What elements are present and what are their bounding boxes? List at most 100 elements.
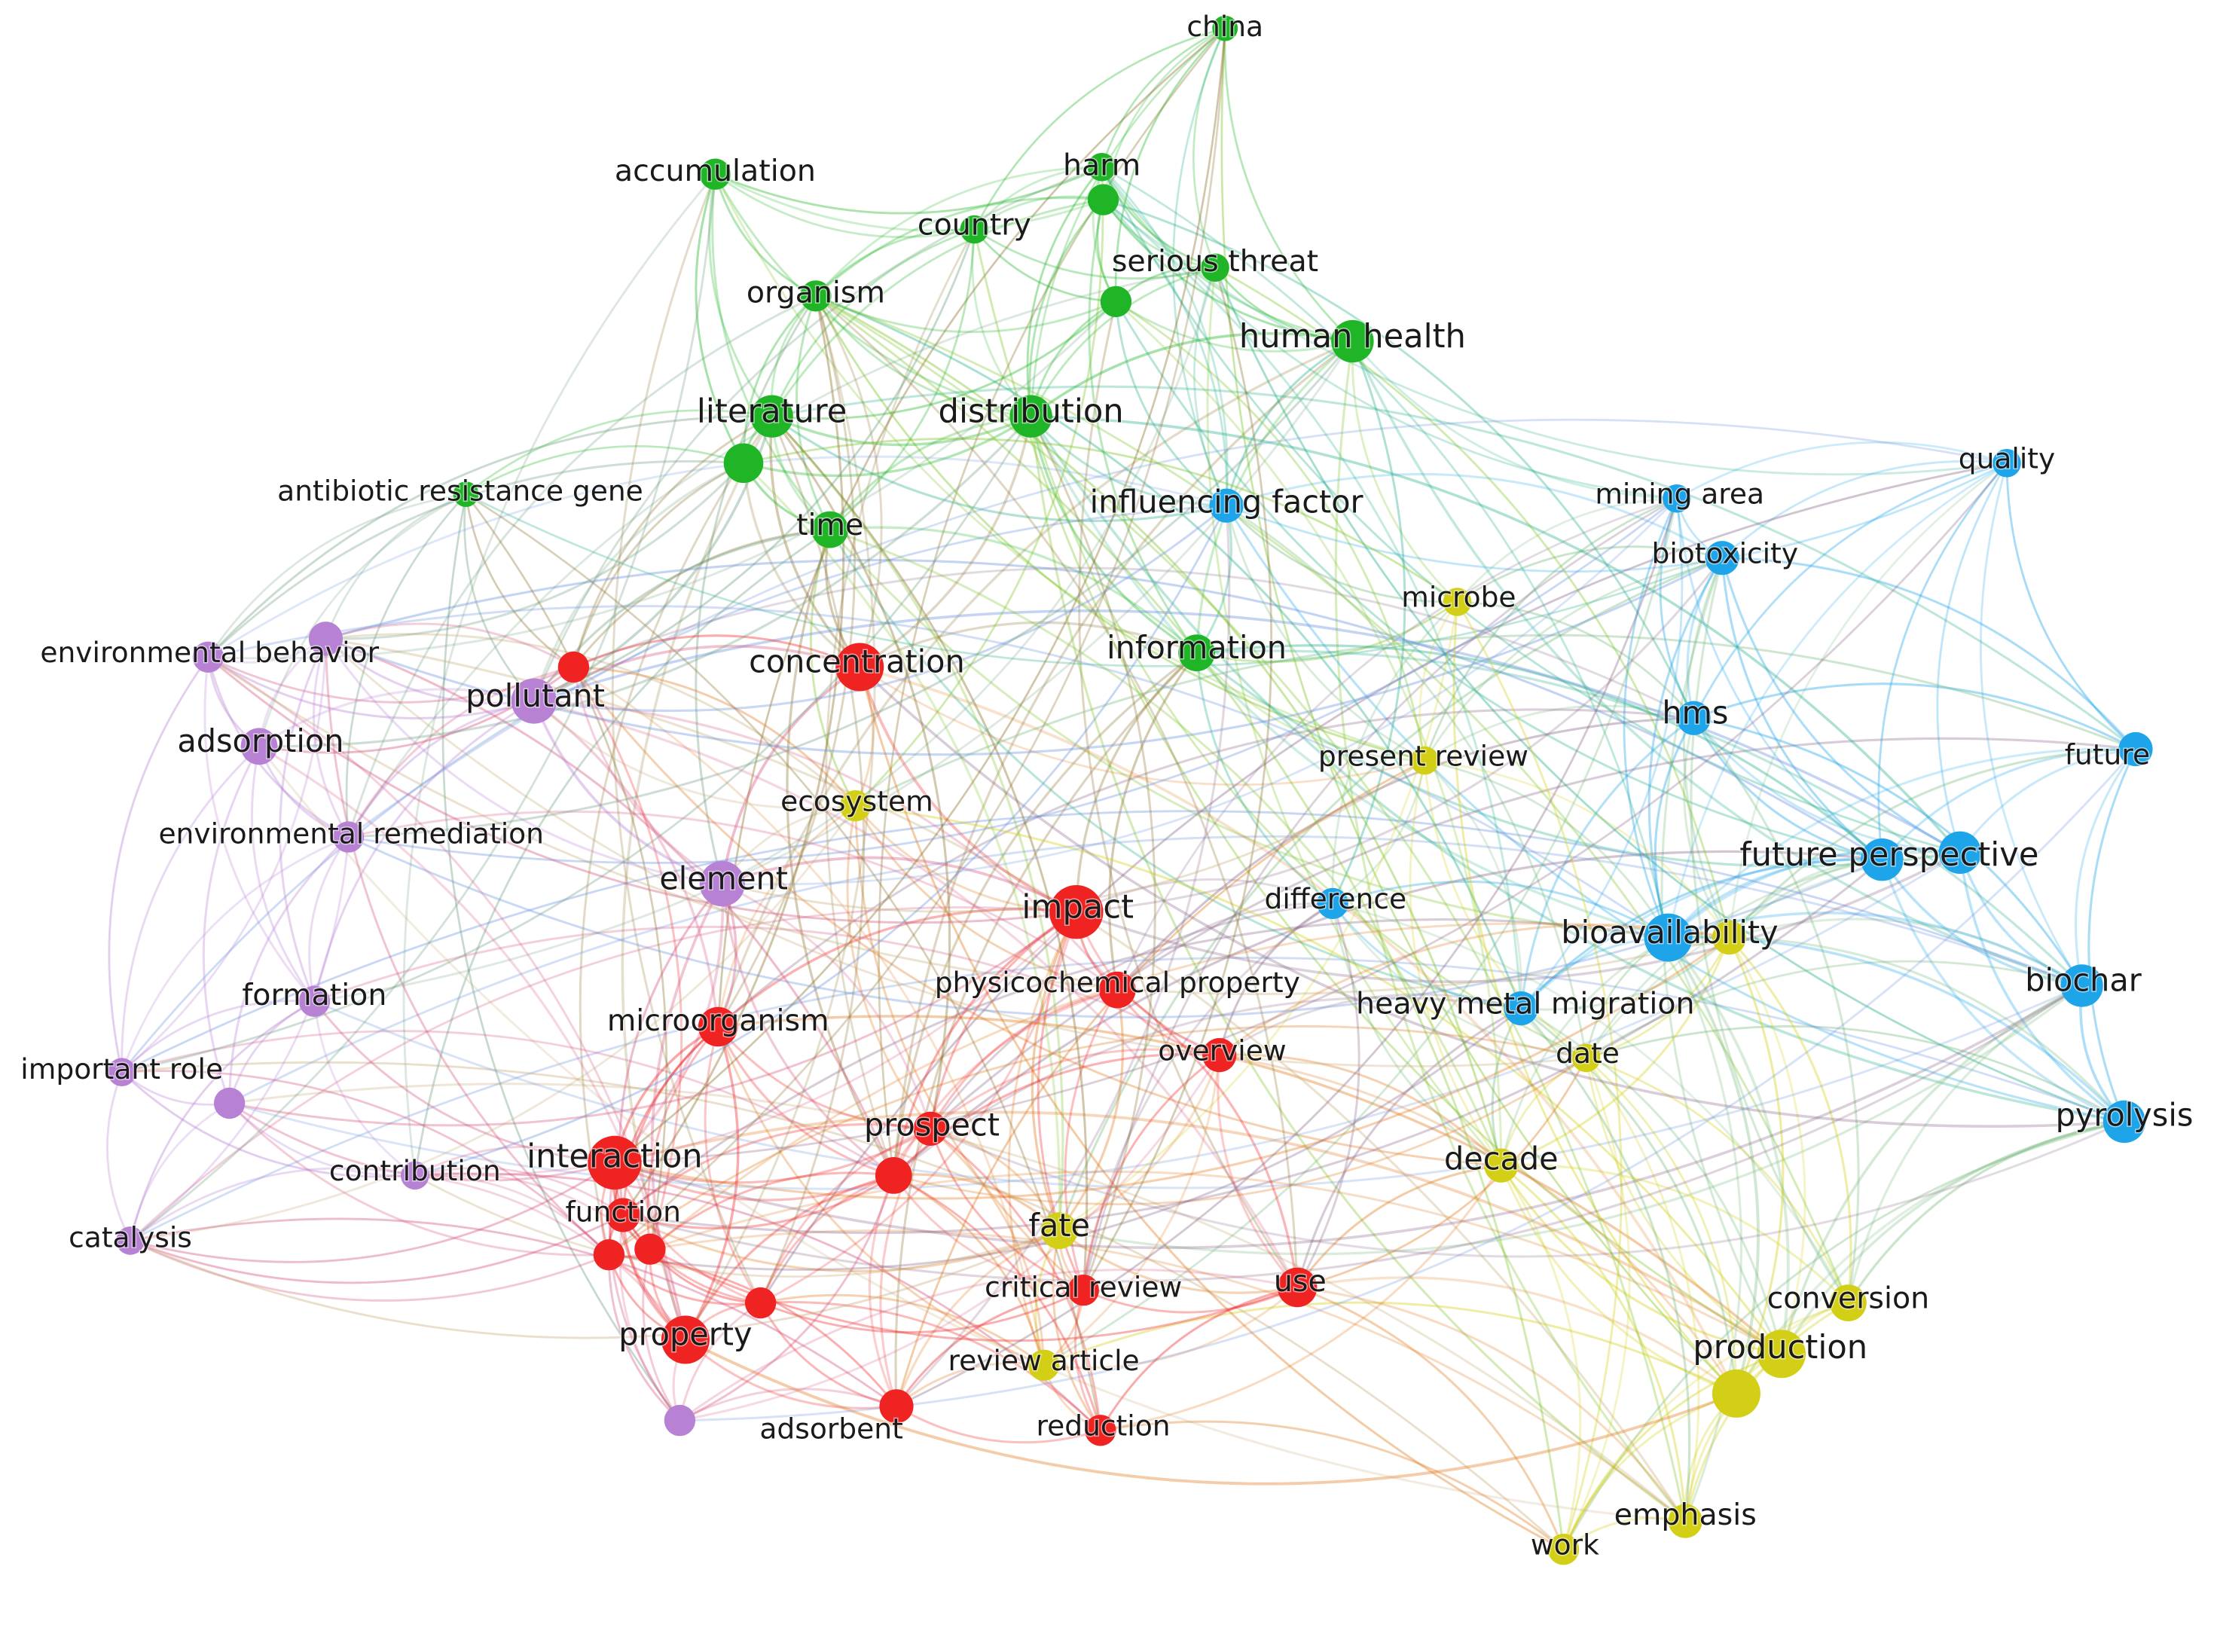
- node-p-unl2[interactable]: [213, 1087, 246, 1119]
- link-microbe-g_unl2: [742, 437, 1458, 603]
- node-g-unl2[interactable]: [723, 443, 764, 484]
- node-physicochemical-property[interactable]: [1098, 971, 1136, 1009]
- label-pyrolysis: pyrolysis: [2056, 1097, 2194, 1133]
- node-function[interactable]: [606, 1198, 640, 1232]
- node-literature[interactable]: [750, 395, 793, 438]
- link-b_unl1-biochar: [1959, 851, 2084, 988]
- link-emphasis-r_unl4: [649, 1229, 1687, 1522]
- link-serious_threat-pyrolysis: [1214, 266, 2126, 1123]
- node-environmental-remediation[interactable]: [332, 821, 365, 853]
- node-production[interactable]: [1757, 1330, 1806, 1379]
- node-distribution[interactable]: [1009, 395, 1052, 438]
- node-pyrolysis[interactable]: [2102, 1100, 2146, 1144]
- link-reduction-r_unl2: [892, 1174, 1102, 1432]
- node-conversion[interactable]: [1830, 1284, 1867, 1321]
- node-china[interactable]: [1212, 15, 1238, 41]
- node-hms[interactable]: [1676, 701, 1712, 735]
- node-interaction[interactable]: [588, 1135, 642, 1190]
- node-adsorbent[interactable]: [879, 1389, 914, 1424]
- node-organism[interactable]: [800, 280, 832, 312]
- node-overview[interactable]: [1202, 1038, 1237, 1073]
- link-overview-use: [1217, 1054, 1299, 1289]
- link-critical_review-reduction: [1074, 1289, 1102, 1432]
- node-date[interactable]: [1571, 1043, 1601, 1073]
- node-ecosystem[interactable]: [839, 790, 872, 822]
- node-time[interactable]: [811, 511, 849, 548]
- node-p-unl1[interactable]: [308, 621, 343, 656]
- node-work[interactable]: [1547, 1534, 1580, 1565]
- node-future-perspective[interactable]: [1861, 838, 1904, 881]
- node-environmental-behavior[interactable]: [192, 641, 224, 673]
- node-concentration[interactable]: [835, 643, 884, 692]
- node-y-unl2[interactable]: [1712, 921, 1747, 955]
- node-biotoxicity[interactable]: [1705, 541, 1739, 576]
- node-reduction[interactable]: [1085, 1415, 1116, 1446]
- node-review-article[interactable]: [1028, 1349, 1060, 1382]
- node-pollutant[interactable]: [511, 678, 557, 724]
- link-p_unl1-element: [324, 637, 724, 885]
- node-r-unl3[interactable]: [593, 1239, 625, 1271]
- node-decade[interactable]: [1484, 1148, 1519, 1183]
- node-influencing-factor[interactable]: [1209, 488, 1244, 523]
- node-formation[interactable]: [298, 985, 331, 1017]
- node-bioavailability[interactable]: [1644, 913, 1693, 962]
- node-use[interactable]: [1277, 1267, 1318, 1308]
- node-r-unl2[interactable]: [875, 1157, 912, 1194]
- node-country[interactable]: [960, 215, 989, 244]
- link-adsorption-important_role: [121, 745, 261, 1073]
- link-fate-adsorbent: [895, 1229, 1061, 1408]
- link-biochar-conversion: [1846, 984, 2084, 1305]
- label-catalysis: catalysis: [69, 1221, 192, 1254]
- node-contribution[interactable]: [401, 1161, 429, 1190]
- node-heavy-metal-migration[interactable]: [1504, 991, 1538, 1026]
- node-microorganism[interactable]: [698, 1006, 738, 1047]
- link-hms-microorganism: [716, 708, 1696, 1028]
- node-biochar[interactable]: [2060, 964, 2103, 1007]
- node-fate[interactable]: [1040, 1212, 1078, 1250]
- node-serious-threat[interactable]: [1201, 253, 1229, 282]
- label-country: country: [918, 207, 1031, 242]
- link-organism-present_review: [814, 295, 1426, 762]
- link-concentration-organism: [814, 295, 883, 668]
- node-g-unl1[interactable]: [1100, 286, 1132, 318]
- link-pollutant-ecosystem: [533, 700, 857, 810]
- link-pyrolysis-conversion: [1846, 1120, 2126, 1305]
- link-biochar-date: [1585, 960, 2084, 1059]
- link-antibiotic_resistance_gene-biotoxicity: [465, 493, 1724, 667]
- node-r-unl4[interactable]: [634, 1233, 666, 1265]
- node-antibiotic-resistance-gene[interactable]: [453, 481, 479, 507]
- node-important-role[interactable]: [107, 1058, 136, 1086]
- link-bioavailability-harm: [1101, 166, 1670, 939]
- node-impact[interactable]: [1049, 885, 1104, 939]
- node-difference[interactable]: [1317, 887, 1348, 920]
- node-future[interactable]: [2118, 731, 2153, 767]
- link-date-r_unl3: [607, 1025, 1588, 1257]
- node-catalysis[interactable]: [116, 1226, 145, 1255]
- link-prospect-pyrolysis: [929, 1120, 2126, 1258]
- node-present-review[interactable]: [1410, 746, 1440, 775]
- link-b_unl1-pollutant: [533, 609, 1962, 854]
- node-element[interactable]: [699, 861, 745, 907]
- node-quality[interactable]: [1993, 449, 2021, 478]
- node-mining-area[interactable]: [1663, 484, 1691, 513]
- node-b-unl1[interactable]: [1938, 831, 1982, 875]
- node-harm2[interactable]: [1087, 184, 1119, 215]
- node-y-unl1[interactable]: [1712, 1369, 1760, 1418]
- node-p-unl3[interactable]: [664, 1404, 696, 1437]
- node-information[interactable]: [1178, 634, 1215, 672]
- node-microbe[interactable]: [1443, 588, 1472, 616]
- node-adsorption[interactable]: [240, 728, 278, 765]
- node-prospect[interactable]: [913, 1111, 948, 1146]
- node-property[interactable]: [661, 1315, 710, 1364]
- node-r-unl5[interactable]: [744, 1287, 777, 1319]
- node-harm[interactable]: [1087, 153, 1116, 182]
- link-accumulation-present_review: [713, 173, 1426, 762]
- node-critical-review[interactable]: [1067, 1275, 1099, 1306]
- link-antibiotic_resistance_gene-environmental_behavior: [207, 493, 467, 658]
- label-literature: literature: [697, 393, 847, 431]
- link-r_unl5-literature: [759, 415, 866, 1305]
- node-human-health[interactable]: [1331, 319, 1374, 363]
- node-r-unl1[interactable]: [557, 651, 590, 683]
- node-accumulation[interactable]: [699, 158, 731, 190]
- node-emphasis[interactable]: [1668, 1504, 1702, 1538]
